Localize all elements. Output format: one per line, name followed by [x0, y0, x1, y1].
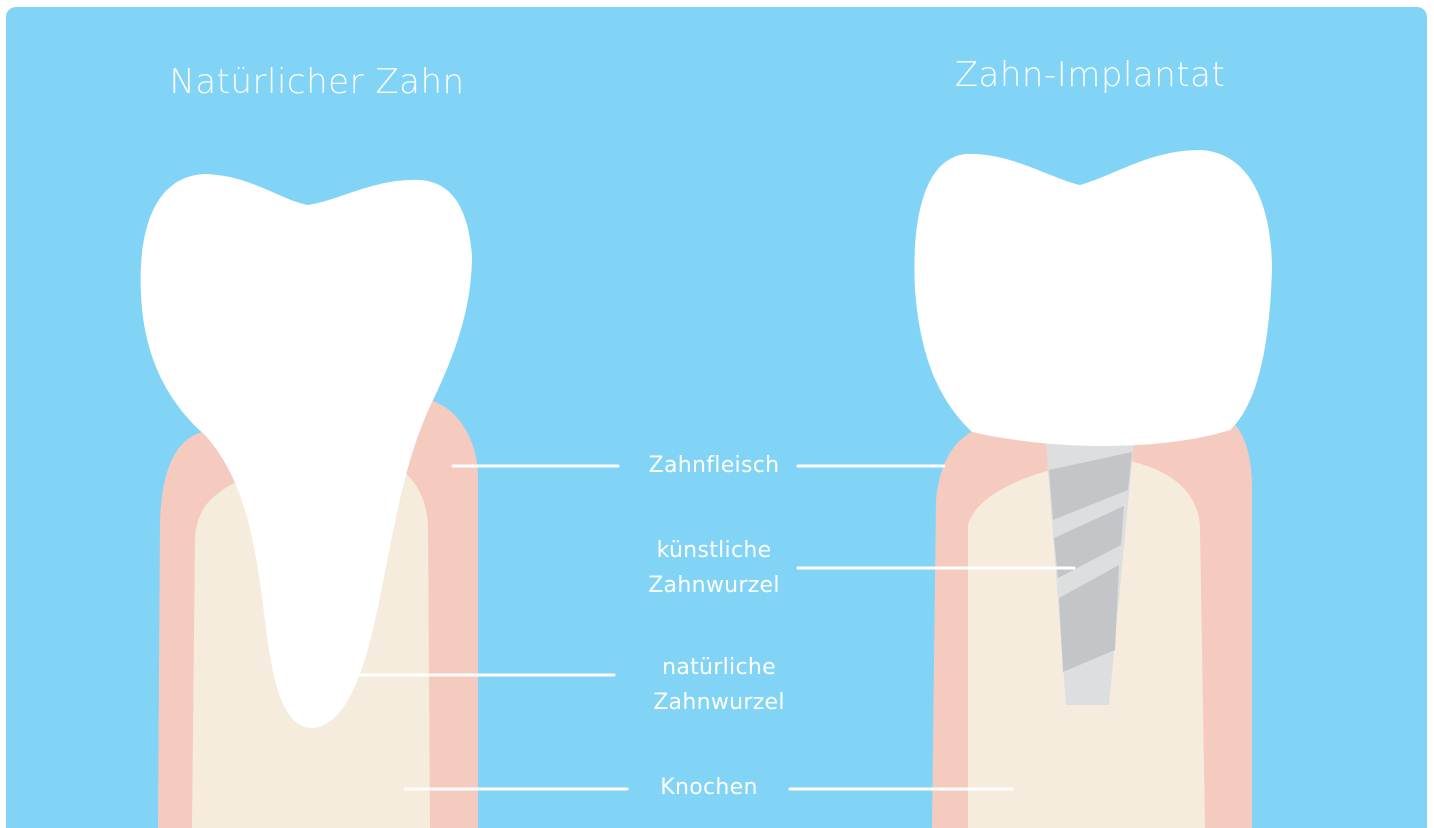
artificial-root-label: künstliche Zahnwurzel: [594, 533, 834, 603]
diagram-panel: Natürlicher Zahn Zahn-Implantat Zahnflei…: [6, 7, 1427, 828]
natural-tooth-group: [141, 174, 478, 828]
implant-title: Zahn-Implantat: [940, 55, 1240, 95]
gum-label: Zahnfleisch: [594, 448, 834, 483]
natural-root-label-line-1: natürliche: [599, 650, 839, 685]
natural-root-label: natürliche Zahnwurzel: [599, 650, 839, 720]
artificial-root-label-line-2: Zahnwurzel: [594, 568, 834, 603]
artificial-root-label-line-1: künstliche: [594, 533, 834, 568]
natural-tooth-title: Natürlicher Zahn: [167, 62, 467, 102]
bone-label: Knochen: [589, 770, 829, 805]
implant-group: [914, 150, 1272, 828]
implant-crown: [914, 150, 1272, 446]
natural-root-label-line-2: Zahnwurzel: [599, 685, 839, 720]
